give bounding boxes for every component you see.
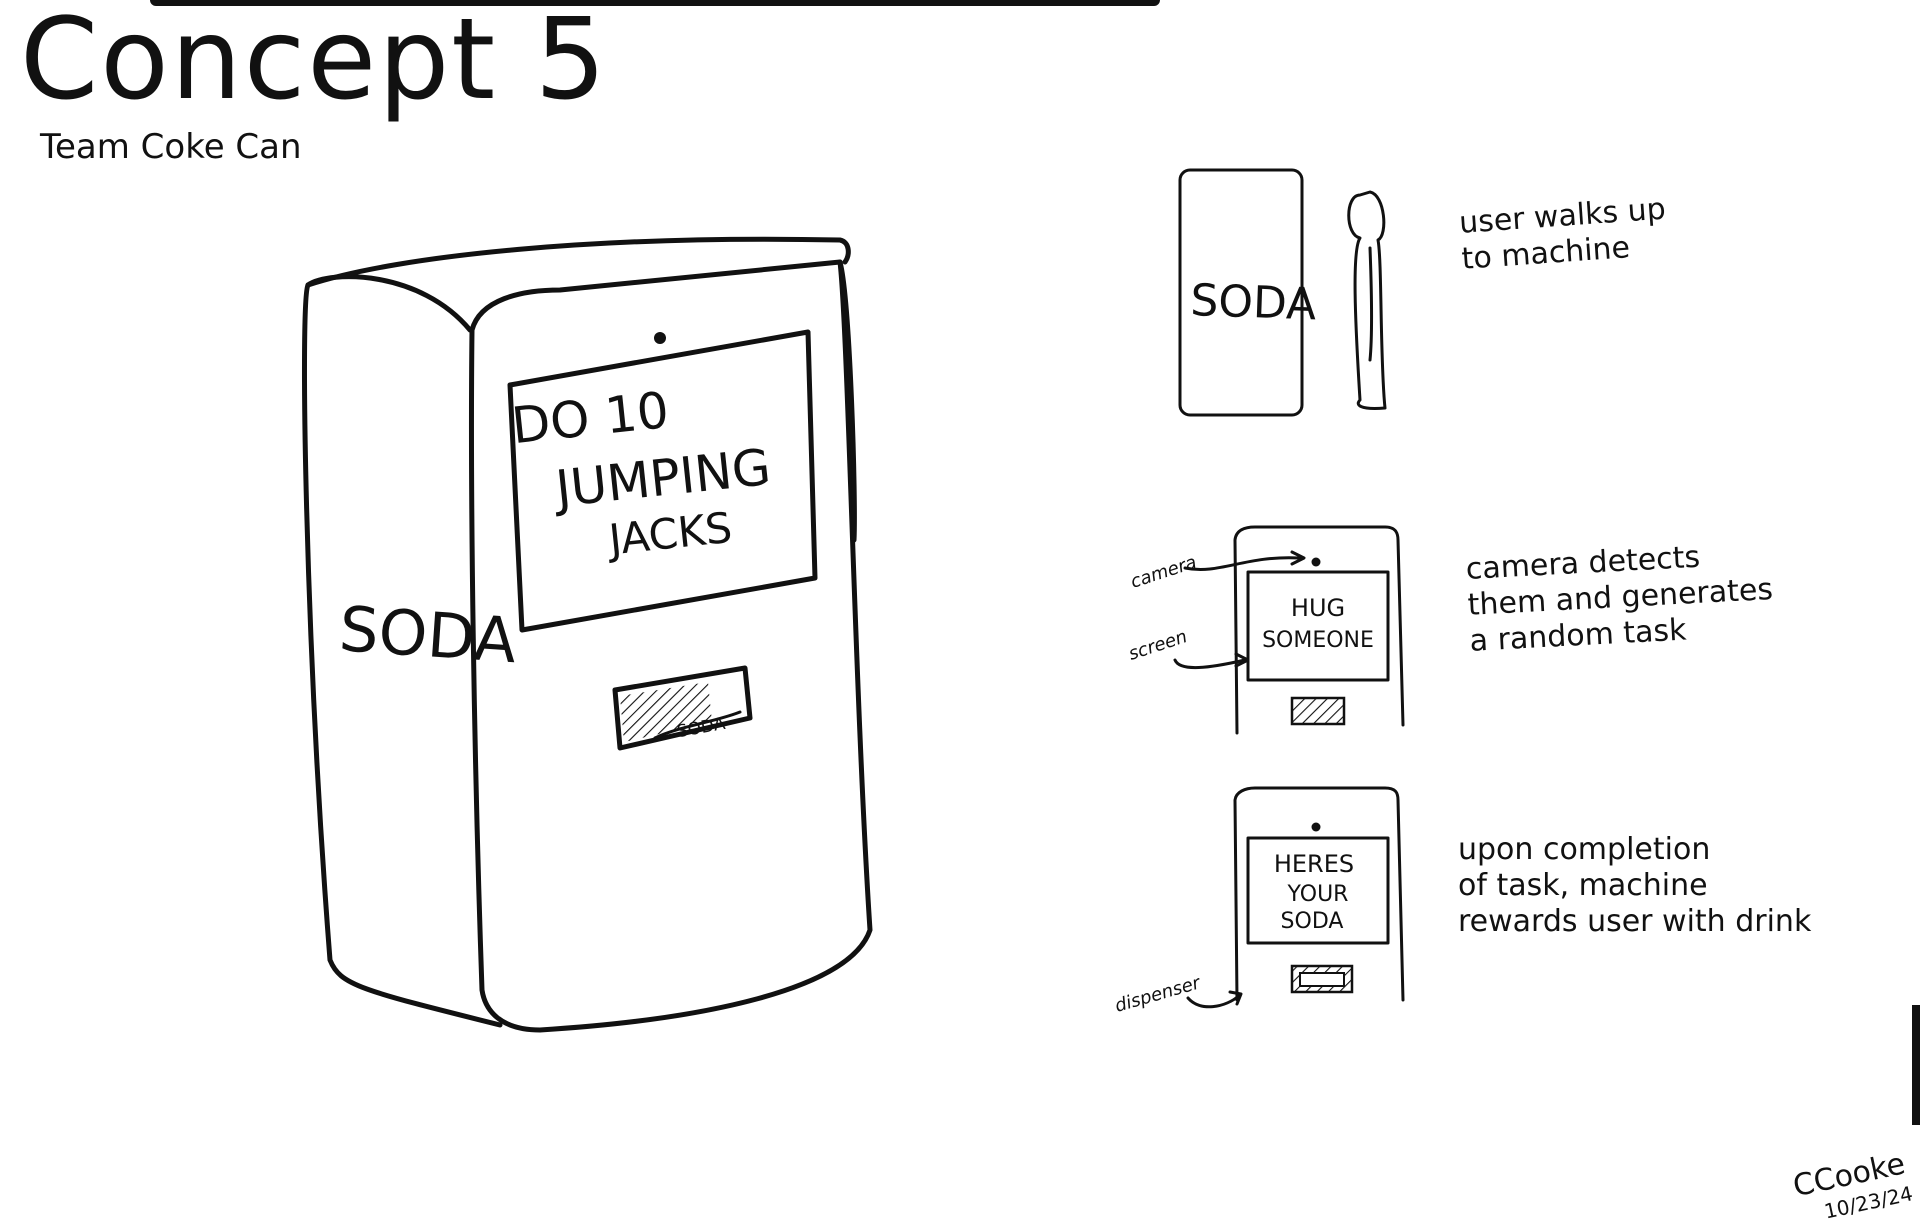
camera-label: camera bbox=[1128, 552, 1199, 593]
machine-screen-line-2: JUMPING bbox=[550, 438, 773, 519]
step-2-caption: camera detects them and generates a rand… bbox=[1465, 539, 1774, 659]
machine-screen bbox=[507, 329, 818, 633]
page-title: Concept 5 bbox=[20, 0, 609, 125]
step-2-camera-dot bbox=[1311, 557, 1321, 567]
dispenser-arrow bbox=[1186, 993, 1242, 1009]
step-2-screen bbox=[1246, 570, 1390, 682]
step-3-screen-line-1: HERES bbox=[1274, 850, 1354, 878]
machine-side-label: SODA bbox=[337, 592, 519, 677]
machine-screen-line-3: JACKS bbox=[604, 503, 735, 565]
step-2-sketch bbox=[1173, 525, 1405, 735]
machine-top bbox=[305, 236, 851, 288]
step-3-camera-dot bbox=[1311, 822, 1321, 832]
dispensed-can bbox=[653, 710, 742, 740]
step-1-machine-label: SODA bbox=[1190, 275, 1317, 330]
step-2-dispenser bbox=[1290, 696, 1346, 726]
camera-arrow bbox=[1183, 556, 1302, 571]
step-3-caption: upon completion of task, machine rewards… bbox=[1458, 832, 1812, 939]
screen-arrowhead bbox=[1234, 652, 1250, 668]
camera-arrowhead bbox=[1290, 550, 1306, 566]
machine-camera-dot bbox=[654, 332, 666, 344]
step-3-machine bbox=[1233, 786, 1405, 1002]
screen-arrow bbox=[1173, 658, 1247, 670]
step-1-caption: user walks up to machine bbox=[1458, 191, 1667, 277]
dispenser-arrowhead bbox=[1228, 990, 1243, 1006]
step-2-machine bbox=[1233, 525, 1405, 735]
step-3-dispensed-can bbox=[1299, 972, 1345, 987]
step-2-screen-line-2: SOMEONE bbox=[1262, 628, 1374, 653]
machine-screen-line-1: DO 10 bbox=[509, 381, 672, 455]
step-2-screen-line-1: HUG bbox=[1291, 594, 1345, 622]
step-1-sketch bbox=[1178, 168, 1387, 417]
machine-side-panel bbox=[301, 274, 503, 1028]
vending-machine-illustration bbox=[301, 236, 873, 1033]
person-arm bbox=[1368, 246, 1373, 362]
page-subtitle: Team Coke Can bbox=[40, 127, 302, 167]
step-3-screen-line-2: YOUR bbox=[1287, 882, 1349, 907]
machine-dispenser bbox=[612, 665, 753, 751]
page-top-border bbox=[150, 0, 1160, 6]
step-1-machine bbox=[1178, 168, 1304, 417]
page-right-edge bbox=[1912, 1005, 1920, 1125]
screen-label: screen bbox=[1126, 626, 1190, 665]
person-figure bbox=[1347, 190, 1387, 410]
step-3-screen bbox=[1246, 836, 1390, 945]
dispenser-label: dispenser bbox=[1113, 972, 1204, 1017]
machine-edge bbox=[837, 259, 857, 543]
step-3-sketch bbox=[1186, 786, 1405, 1009]
step-3-screen-line-3: SODA bbox=[1281, 909, 1344, 934]
